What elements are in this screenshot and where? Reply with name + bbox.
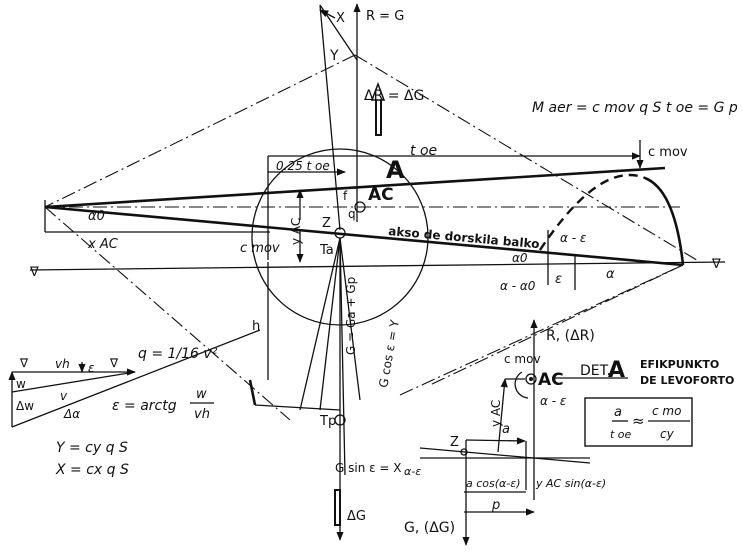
detail-alpha-minus-eps: α - ε bbox=[540, 394, 567, 408]
horizon-marker-right: ∇ bbox=[711, 257, 721, 272]
tri-marker-2: ∇ bbox=[109, 356, 119, 370]
label-tp: Tp bbox=[319, 414, 336, 429]
label-v-h: vh bbox=[55, 357, 70, 371]
ratio-num-left: a bbox=[614, 405, 622, 420]
ratio-approx: ≈ bbox=[632, 412, 645, 430]
ratio-den-left: t oe bbox=[610, 428, 632, 441]
horizon-line bbox=[29, 261, 726, 271]
label-detail-a: A bbox=[386, 156, 405, 184]
wing-section bbox=[44, 166, 685, 267]
pilot-weight-system bbox=[248, 237, 361, 541]
detail-p: p bbox=[491, 498, 500, 513]
velocity-triangle bbox=[8, 329, 261, 428]
label-delta-alpha: Δα bbox=[63, 407, 80, 421]
detail-ac: AC bbox=[538, 370, 564, 390]
label-alpha: α bbox=[606, 267, 615, 282]
label-f: f bbox=[343, 189, 348, 203]
label-alpha-minus-alpha0: α - α0 bbox=[500, 279, 536, 293]
label-y-force: Y bbox=[329, 48, 339, 64]
moment-equation: M aer = c mov q S t oe = G p bbox=[532, 100, 738, 116]
label-c-mov-top: c mov bbox=[648, 145, 688, 160]
label-alpha-minus-eps: α - ε bbox=[560, 231, 587, 245]
label-ac: AC bbox=[368, 185, 394, 205]
label-eps: ε bbox=[555, 272, 562, 287]
tri-marker-1: ∇ bbox=[19, 356, 29, 370]
label-alpha0: α0 bbox=[88, 209, 105, 224]
label-delta-r: ΔR = ΔG bbox=[364, 88, 424, 104]
label-r-eq-g: R = G bbox=[366, 9, 404, 24]
label-z: Z bbox=[322, 216, 331, 231]
x-formula: X = cx q S bbox=[55, 462, 129, 478]
resultant-forces bbox=[267, 3, 644, 263]
label-delta-w: Δw bbox=[16, 399, 34, 413]
detail-y-ac: y AC bbox=[489, 400, 503, 427]
label-v: v bbox=[60, 389, 68, 403]
label-c-mov-left: c mov bbox=[240, 241, 280, 256]
ratio-num-right: c mo bbox=[652, 404, 681, 418]
tp-point bbox=[334, 414, 346, 426]
label-g-sum: G = Ga + Gp bbox=[344, 277, 358, 355]
detail-a: a bbox=[502, 422, 510, 437]
ratio-den-right: cy bbox=[660, 427, 675, 441]
detail-det-label: DET. bbox=[580, 363, 611, 379]
detail-a-cos: a cos(α-ε) bbox=[466, 477, 521, 490]
horizon-marker-left: ∇ bbox=[29, 265, 39, 280]
label-quarter-chord: 0.25 t oe bbox=[276, 159, 330, 173]
ac-point bbox=[354, 201, 366, 213]
detail-c-mov: c mov bbox=[504, 352, 541, 366]
label-y-ac: y AC bbox=[289, 218, 303, 245]
label-g-cos: G cos ε = Y bbox=[376, 318, 402, 389]
construction-lines bbox=[44, 54, 701, 421]
eps-formula: ε = arctg bbox=[112, 398, 177, 414]
q-formula: q = 1/16 v² bbox=[138, 346, 218, 362]
label-keel-axis: akso de dorskila balko bbox=[388, 224, 540, 251]
label-eps-small: ε bbox=[88, 361, 95, 375]
detail-r-label: R, (ΔR) bbox=[546, 328, 595, 344]
detail-det-letter: A bbox=[608, 358, 625, 383]
detail-title-line2: DE LEVOFORTO bbox=[640, 374, 734, 387]
label-g-sin: G sin ε = X bbox=[335, 461, 402, 475]
label-alpha0-b: α0 bbox=[512, 251, 528, 265]
detail-title-line1: EFIKPUNKTO bbox=[640, 358, 719, 371]
eps-formula-num: w bbox=[196, 387, 207, 402]
y-formula: Y = cy q S bbox=[56, 440, 128, 456]
eps-formula-den: vh bbox=[194, 407, 210, 422]
label-ta: Ta bbox=[319, 243, 334, 258]
detail-z: Z bbox=[450, 435, 459, 450]
detail-alpha-minus-eps-left: α-ε bbox=[404, 465, 421, 478]
label-x-ac: x AC bbox=[87, 237, 119, 252]
label-h: h bbox=[252, 319, 260, 334]
label-w: w bbox=[16, 377, 26, 391]
label-q: q bbox=[348, 207, 356, 221]
label-delta-g: ΔG bbox=[347, 509, 366, 524]
detail-g-label: G, (ΔG) bbox=[404, 520, 455, 536]
detail-a bbox=[419, 319, 693, 546]
detail-y-sin: y AC sin(α-ε) bbox=[535, 477, 606, 490]
label-x-force: X bbox=[336, 11, 345, 26]
label-t-oe: t oe bbox=[410, 143, 437, 159]
